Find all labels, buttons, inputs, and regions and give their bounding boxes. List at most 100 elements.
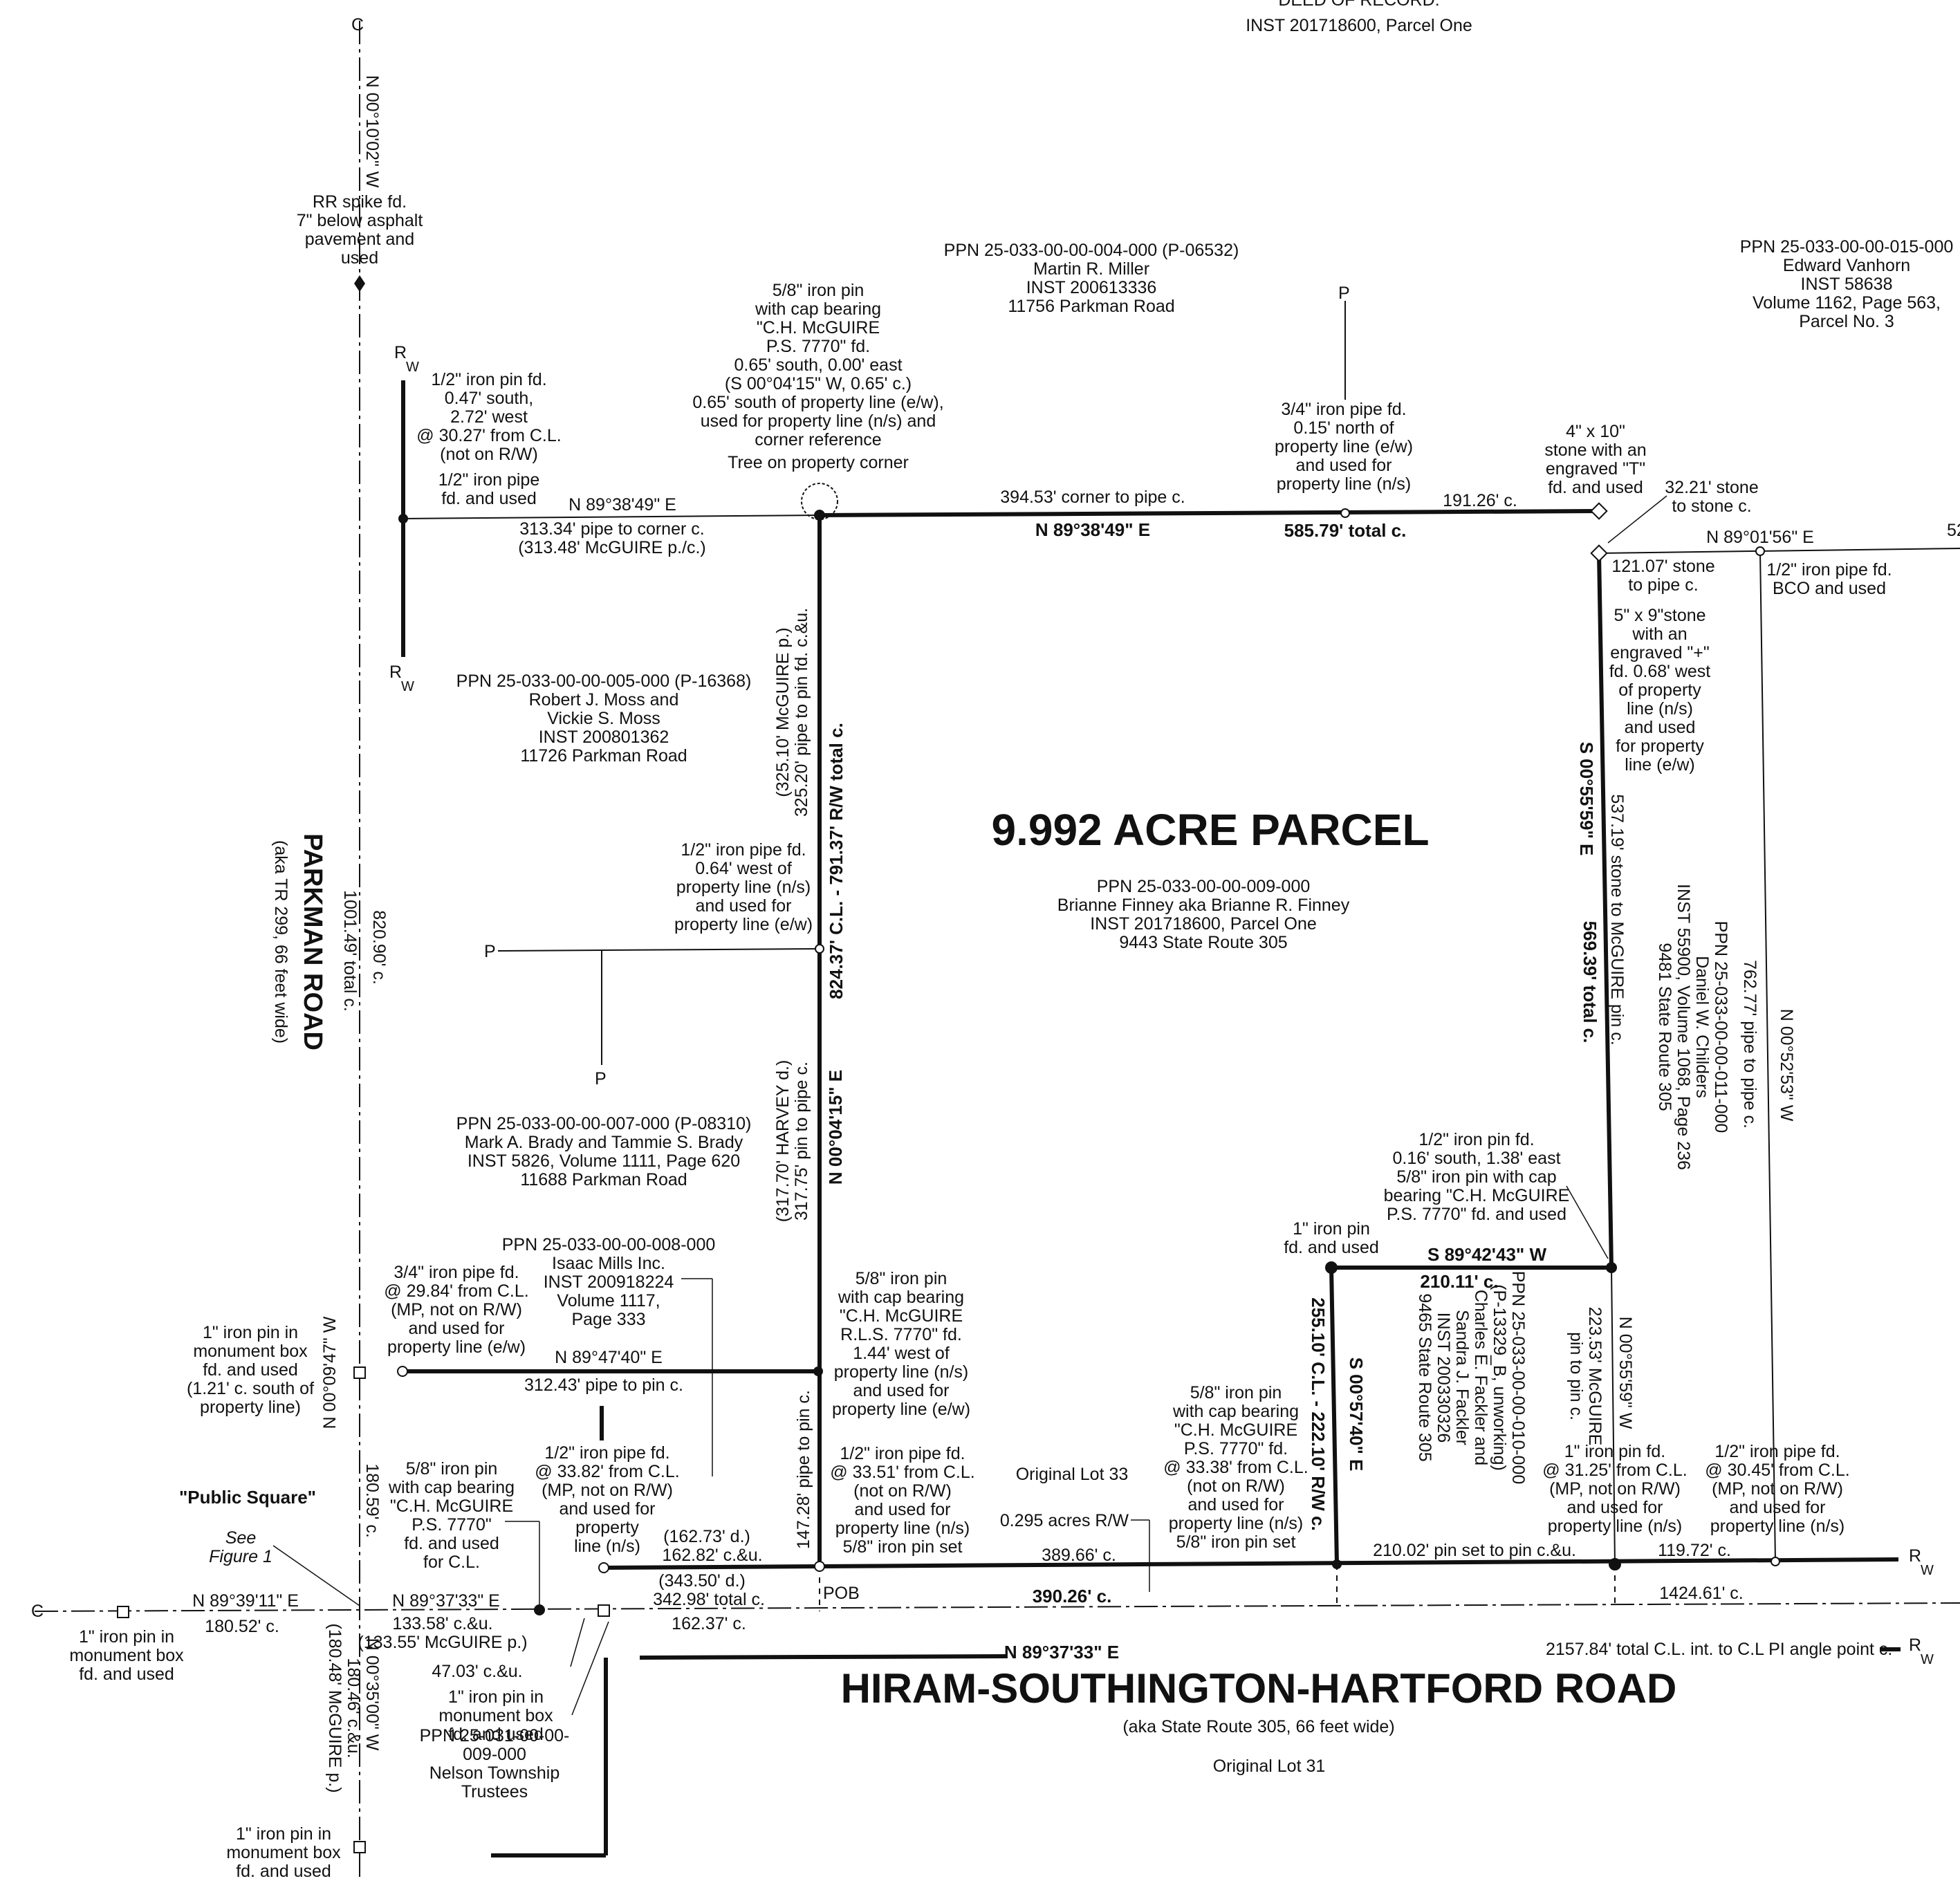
note-pin-3125: 1" iron pin fd. @ 31.25' from C.L. (MP, …: [1542, 1442, 1687, 1536]
owner-line: PPN 25-033-00-00-007-000 (P-08310): [456, 1114, 752, 1133]
pipe-west-mid-marker: [815, 944, 824, 954]
note-line: 1/2" iron pipe fd.: [544, 1443, 669, 1463]
note-line: with cap bearing: [388, 1478, 515, 1497]
hiram-road-sub: (aka State Route 305, 66 feet wide): [1122, 1717, 1394, 1736]
note-line: 1/2" iron pipe fd.: [1714, 1442, 1840, 1461]
owner-line: Daniel W. Childers: [1692, 956, 1712, 1098]
original-lot-31: Original Lot 31: [1213, 1757, 1326, 1776]
note-pipe-3382: 1/2" iron pipe fd. @ 33.82' from C.L. (M…: [535, 1443, 679, 1556]
bearing-label: N 89°38'49" E: [1035, 519, 1150, 540]
owner-line: 9465 State Route 305: [1415, 1293, 1434, 1461]
parcel-title: 9.992 ACRE PARCEL: [991, 805, 1429, 855]
note-line: property line (n/s): [1710, 1517, 1845, 1536]
note-line: 7" below asphalt: [297, 211, 423, 230]
owner-line: 009-000: [463, 1745, 526, 1764]
owner-line: 11756 Parkman Road: [1008, 297, 1174, 316]
cl-symbol: C: [31, 1602, 44, 1621]
distance-label: 1424.61' c.: [1659, 1584, 1744, 1603]
distance-label: 312.43' pipe to pin c.: [524, 1375, 683, 1395]
distance-label: 762.77' pipe to pipe c.: [1740, 960, 1759, 1129]
pin-se-inner-marker: [1606, 1262, 1617, 1273]
note-line: @ 30.45' from C.L.: [1705, 1461, 1849, 1480]
distance-label: 2157.84' total C.L. int. to C.L PI angle…: [1546, 1640, 1892, 1659]
note-line: (MP, not on R/W): [542, 1481, 673, 1500]
note-line: fd. and used: [203, 1360, 298, 1380]
distance-label: 585.79' total c.: [1284, 520, 1407, 541]
note-line: property: [575, 1518, 639, 1537]
note-line: fd. and used: [1284, 1238, 1379, 1257]
owner-line: Vickie S. Moss: [547, 709, 660, 728]
distance-label: 180.46' c.&u.: [344, 1658, 363, 1758]
bearing-label: N 89°37'33" E: [392, 1591, 500, 1611]
distance-label: 147.28' pipe to pin c.: [794, 1390, 813, 1549]
note-pipe-bco: 1/2" iron pipe fd. BCO and used: [1766, 560, 1892, 598]
original-lot-33: Original Lot 33: [1016, 1465, 1129, 1484]
bearing-label: N 89°47'40" E: [555, 1348, 663, 1367]
rw-symbol: W: [406, 360, 419, 375]
owner-isaac: PPN 25-033-00-00-008-000 Isaac Mills Inc…: [502, 1235, 716, 1329]
parkman-road-name: PARKMAN ROAD: [298, 833, 327, 1050]
rw-symbol: W: [401, 679, 414, 694]
mon-box-road-marker: [598, 1604, 610, 1617]
owner-line: Parcel No. 3: [1799, 312, 1894, 331]
pl-symbol: P: [484, 942, 496, 961]
distance-label: (325.10' McGUIRE p.): [773, 627, 793, 797]
note-line: engraved "+": [1610, 643, 1710, 662]
pipe-3382-marker: [598, 1562, 609, 1573]
note-line: R.L.S. 7770" fd.: [840, 1325, 962, 1344]
bearing-label: S 00°55'59" E: [1576, 742, 1597, 856]
owner-line: Edward Vanhorn: [1783, 256, 1910, 275]
parcel-info-line: Brianne Finney aka Brianne R. Finney: [1057, 896, 1350, 915]
distance-label: 47.03' c.&u.: [432, 1662, 522, 1681]
bearing-label: N 00°09'47" W: [320, 1316, 340, 1429]
note-line: and used for: [409, 1319, 505, 1338]
distance-label: 119.72' c.: [1658, 1541, 1731, 1560]
bearing-label: S 89°42'43" W: [1427, 1244, 1546, 1265]
note-line: property line (n/s): [676, 878, 811, 897]
note-line: "C.H. McGUIRE: [1174, 1420, 1297, 1440]
note-line: and used for: [1730, 1498, 1826, 1517]
parcel-info-line: 9443 State Route 305: [1119, 933, 1287, 952]
bearing-label: N 00°35'00" W: [362, 1638, 382, 1751]
note-line: property line (n/s): [1277, 474, 1412, 494]
distance-label: 389.66' c.: [1042, 1546, 1116, 1565]
note-line: 0.47' south,: [445, 389, 533, 408]
note-line: used: [341, 248, 378, 268]
leader-4703: [570, 1618, 585, 1667]
owner-line: INST 5826, Volume 1111, Page 620: [468, 1151, 740, 1171]
far-east-line: [1759, 550, 1776, 1562]
note-line: @ 29.84' from C.L.: [384, 1281, 528, 1301]
distance-label: 537.19' stone to McGUIRE pin c.: [1607, 794, 1627, 1045]
note-line: 0.65' south, 0.00' east: [734, 355, 902, 375]
see-figure-line: See: [225, 1528, 256, 1548]
pob-marker: [814, 1561, 825, 1572]
distance-label: 121.07' stone: [1611, 557, 1714, 576]
note-line: 1" iron pin fd.: [1564, 1442, 1665, 1461]
distance-label: 191.26' c.: [1443, 491, 1517, 510]
cl-symbol: C: [351, 15, 364, 35]
leader-pin-se: [1566, 1185, 1609, 1259]
hiram-centerline: [34, 1602, 1960, 1612]
note-line: @ 31.25' from C.L.: [1542, 1461, 1687, 1480]
note-line: and used for: [1188, 1495, 1284, 1514]
note-line: 0.64' west of: [695, 859, 792, 878]
note-line: and used for: [1296, 456, 1392, 475]
owner-vanhorn: PPN 25-033-00-00-015-000 Edward Vanhorn …: [1740, 237, 1954, 331]
note-pin-se-inner: 1/2" iron pin fd. 0.16' south, 1.38' eas…: [1384, 1130, 1570, 1224]
note-pipe-3045: 1/2" iron pipe fd. @ 30.45' from C.L. (M…: [1705, 1442, 1849, 1536]
east-adjoiner-line: [1598, 548, 1960, 554]
bearing-label: N 00°55'59" W: [1616, 1317, 1635, 1429]
pipe-isaac-marker: [397, 1366, 408, 1377]
owner-line: Robert J. Moss and: [529, 690, 679, 710]
note-line: and used for: [560, 1499, 656, 1519]
note-pipe-isaac: 3/4" iron pipe fd. @ 29.84' from C.L. (M…: [384, 1263, 528, 1357]
owner-line: Volume 1117,: [557, 1291, 660, 1310]
note-mon-box-road: 1" iron pin in monument box fd. and used: [438, 1687, 553, 1744]
owner-nelson: PPN 25-031-00-00- 009-000 Nelson Townshi…: [420, 1726, 570, 1801]
note-line: 0.16' south, 1.38' east: [1392, 1149, 1560, 1168]
symbols: [117, 275, 1780, 1853]
note-line: (MP, not on R/W): [1712, 1479, 1843, 1499]
note-pin-1in-fackler: 1" iron pin fd. and used: [1284, 1219, 1379, 1257]
parcel-info-line: PPN 25-033-00-00-009-000: [1097, 877, 1311, 896]
owner-line: Sandra J. Fackler: [1452, 1310, 1472, 1445]
